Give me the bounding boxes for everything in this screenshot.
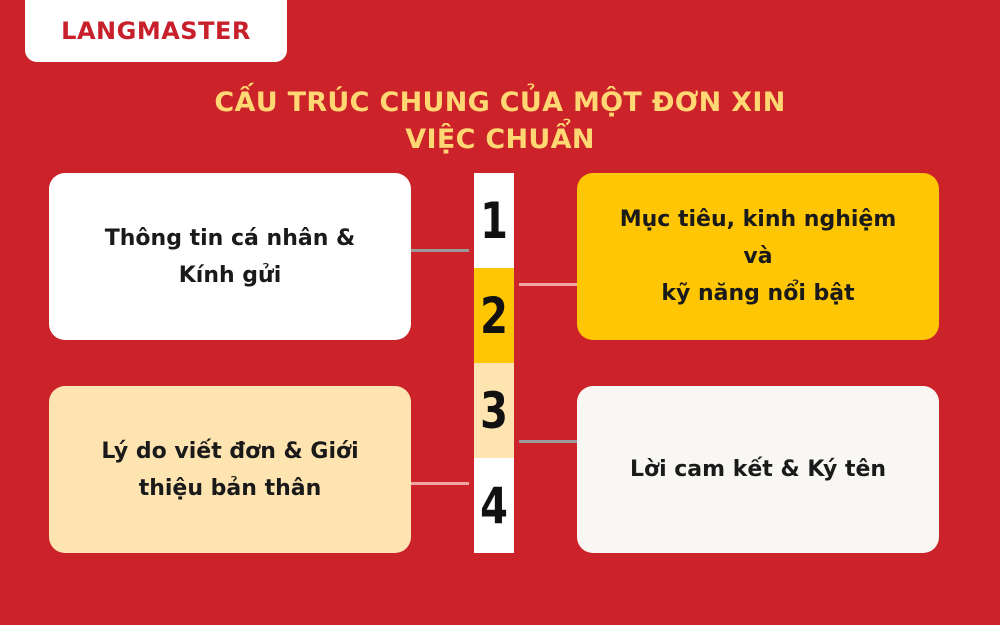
- step-3-text-line-2: thiệu bản thân: [138, 475, 322, 501]
- step-card-1: Thông tin cá nhân & Kính gửi: [49, 173, 411, 340]
- page-title: CẤU TRÚC CHUNG CỦA MỘT ĐƠN XIN VIỆC CHUẨ…: [140, 84, 860, 158]
- step-number-2: 2: [474, 268, 514, 363]
- step-number-3: 3: [474, 363, 514, 458]
- brand-logo: LANGMASTER: [61, 17, 251, 45]
- step-4-text-line-1: Lời cam kết & Ký tên: [629, 457, 887, 482]
- connector-step-3: [411, 482, 469, 485]
- step-number-1: 1: [474, 173, 514, 268]
- step-card-3: Lý do viết đơn & Giới thiệu bản thân: [49, 386, 411, 553]
- step-3-text-line-1: Lý do viết đơn & Giới: [101, 438, 359, 464]
- title-line-1: CẤU TRÚC CHUNG CỦA MỘT ĐƠN XIN: [214, 87, 786, 118]
- step-1-text-line-1: Thông tin cá nhân &: [104, 225, 356, 251]
- connector-step-2: [519, 283, 577, 286]
- connector-step-4: [519, 440, 577, 443]
- connector-step-1: [411, 249, 469, 252]
- step-number-column: 1 2 3 4: [469, 173, 519, 553]
- step-1-text-line-2: Kính gửi: [178, 262, 282, 288]
- title-line-2: VIỆC CHUẨN: [405, 124, 595, 155]
- step-card-4: Lời cam kết & Ký tên: [577, 386, 939, 553]
- step-number-4: 4: [474, 458, 514, 553]
- step-2-text-line-1: Mục tiêu, kinh nghiệm và: [619, 207, 897, 269]
- logo-badge: LANGMASTER: [25, 0, 287, 62]
- step-2-text-line-2: kỹ năng nổi bật: [661, 281, 855, 306]
- step-card-2: Mục tiêu, kinh nghiệm và kỹ năng nổi bật: [577, 173, 939, 340]
